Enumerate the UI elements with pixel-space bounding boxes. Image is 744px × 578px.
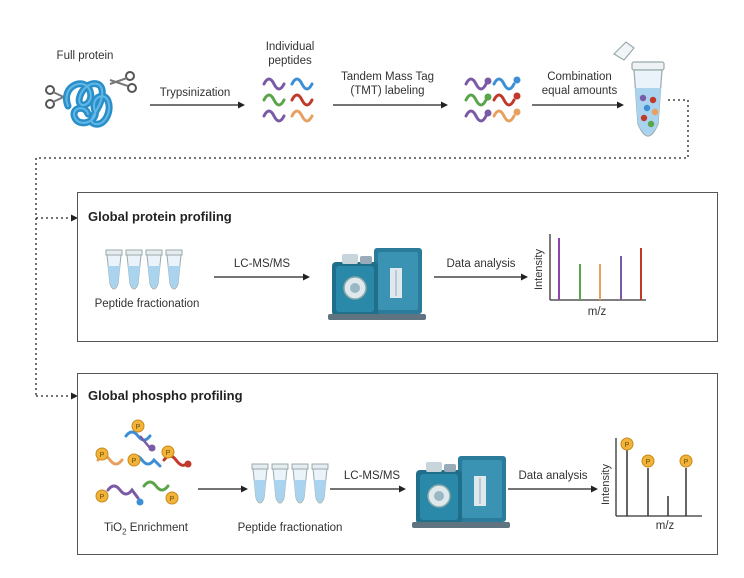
- individual-peptides-label: Individual peptides: [255, 40, 325, 68]
- mixed-tube-icon: [613, 41, 665, 137]
- phospho-peptides-icon: P P P P P P: [95, 419, 192, 506]
- dotted-connector: [35, 99, 689, 396]
- tio2-suffix: Enrichment: [126, 522, 188, 534]
- tmt-line2: (TMT) labeling: [350, 85, 425, 97]
- arrow-tmt: [333, 101, 448, 109]
- phospho-fractionation-label: Peptide fractionation: [237, 522, 343, 534]
- protein-fractionation-label: Peptide fractionation: [94, 298, 200, 310]
- arrow-to-phospho-panel: [36, 392, 78, 400]
- tio2-subscript: 2: [122, 527, 127, 537]
- arrow-combination: [532, 101, 624, 109]
- arrow-phospho-analysis: [508, 485, 598, 493]
- phospho-ylabel: Intensity: [600, 464, 612, 505]
- phospho-panel-title: Global phospho profiling: [88, 388, 243, 403]
- trypsinization-label: Trypsinization: [159, 87, 231, 99]
- phospho-lcms-label: LC-MS/MS: [343, 470, 401, 482]
- spectrum-phospho-badge-2: P: [641, 454, 655, 468]
- arrow-phospho-enrichment: [198, 485, 248, 493]
- scissors-right-icon: [109, 71, 137, 93]
- combination-line1: Combination: [547, 71, 612, 83]
- svg-text:P: P: [646, 459, 651, 466]
- arrow-protein-lcms: [214, 273, 310, 281]
- fraction-tubes-icon: [105, 249, 183, 290]
- phospho-badge-1: P: [131, 419, 145, 433]
- combination-line2: equal amounts: [541, 85, 618, 97]
- individual-peptides-line2: peptides: [268, 55, 312, 67]
- arrow-protein-analysis: [434, 273, 528, 281]
- phospho-badge-3: P: [127, 453, 141, 467]
- spectrum-phospho-badge-3: P: [679, 454, 693, 468]
- protein-analysis-label: Data analysis: [446, 258, 516, 270]
- svg-text:P: P: [684, 459, 689, 466]
- mass-spectrometer-icon: [328, 248, 426, 320]
- phospho-badge-6: P: [165, 491, 179, 505]
- arrow-phospho-lcms: [330, 485, 406, 493]
- individual-peptides-line1: Individual: [265, 41, 315, 53]
- protein-lcms-label: LC-MS/MS: [233, 258, 291, 270]
- protein-spectrum-chart: [549, 234, 646, 301]
- labeled-peptides-icon: [464, 76, 521, 123]
- full-protein-icon: [45, 71, 137, 128]
- svg-text:P: P: [100, 452, 105, 459]
- individual-peptides-icon: [262, 77, 314, 123]
- arrow-trypsinization: [150, 101, 245, 109]
- svg-text:P: P: [170, 496, 175, 503]
- protein-xlabel: m/z: [587, 306, 607, 318]
- phospho-badge-2: P: [95, 447, 109, 461]
- svg-text:P: P: [100, 494, 105, 501]
- svg-text:P: P: [625, 442, 630, 449]
- tio2-enrichment-label: TiO2 Enrichment: [86, 522, 206, 536]
- svg-text:P: P: [136, 424, 141, 431]
- arrow-to-protein-panel: [36, 214, 78, 222]
- phospho-badge-5: P: [95, 489, 109, 503]
- phospho-analysis-label: Data analysis: [518, 470, 588, 482]
- combination-label: Combination equal amounts: [532, 70, 627, 98]
- phospho-xlabel: m/z: [655, 520, 675, 532]
- full-protein-label: Full protein: [56, 50, 114, 62]
- svg-text:P: P: [132, 458, 137, 465]
- protein-ylabel: Intensity: [533, 249, 545, 290]
- tio2-prefix: TiO: [104, 522, 123, 534]
- protein-panel-title: Global protein profiling: [88, 209, 232, 224]
- svg-text:P: P: [166, 450, 171, 457]
- tmt-line1: Tandem Mass Tag: [340, 71, 435, 83]
- phospho-mass-spectrometer-icon: [412, 456, 510, 528]
- phospho-spectrum-chart: P P P: [615, 437, 702, 517]
- spectrum-phospho-badge-1: P: [620, 437, 634, 451]
- tmt-labeling-label: Tandem Mass Tag (TMT) labeling: [330, 70, 445, 98]
- phospho-badge-4: P: [161, 445, 175, 459]
- phospho-fraction-tubes-icon: [251, 463, 329, 504]
